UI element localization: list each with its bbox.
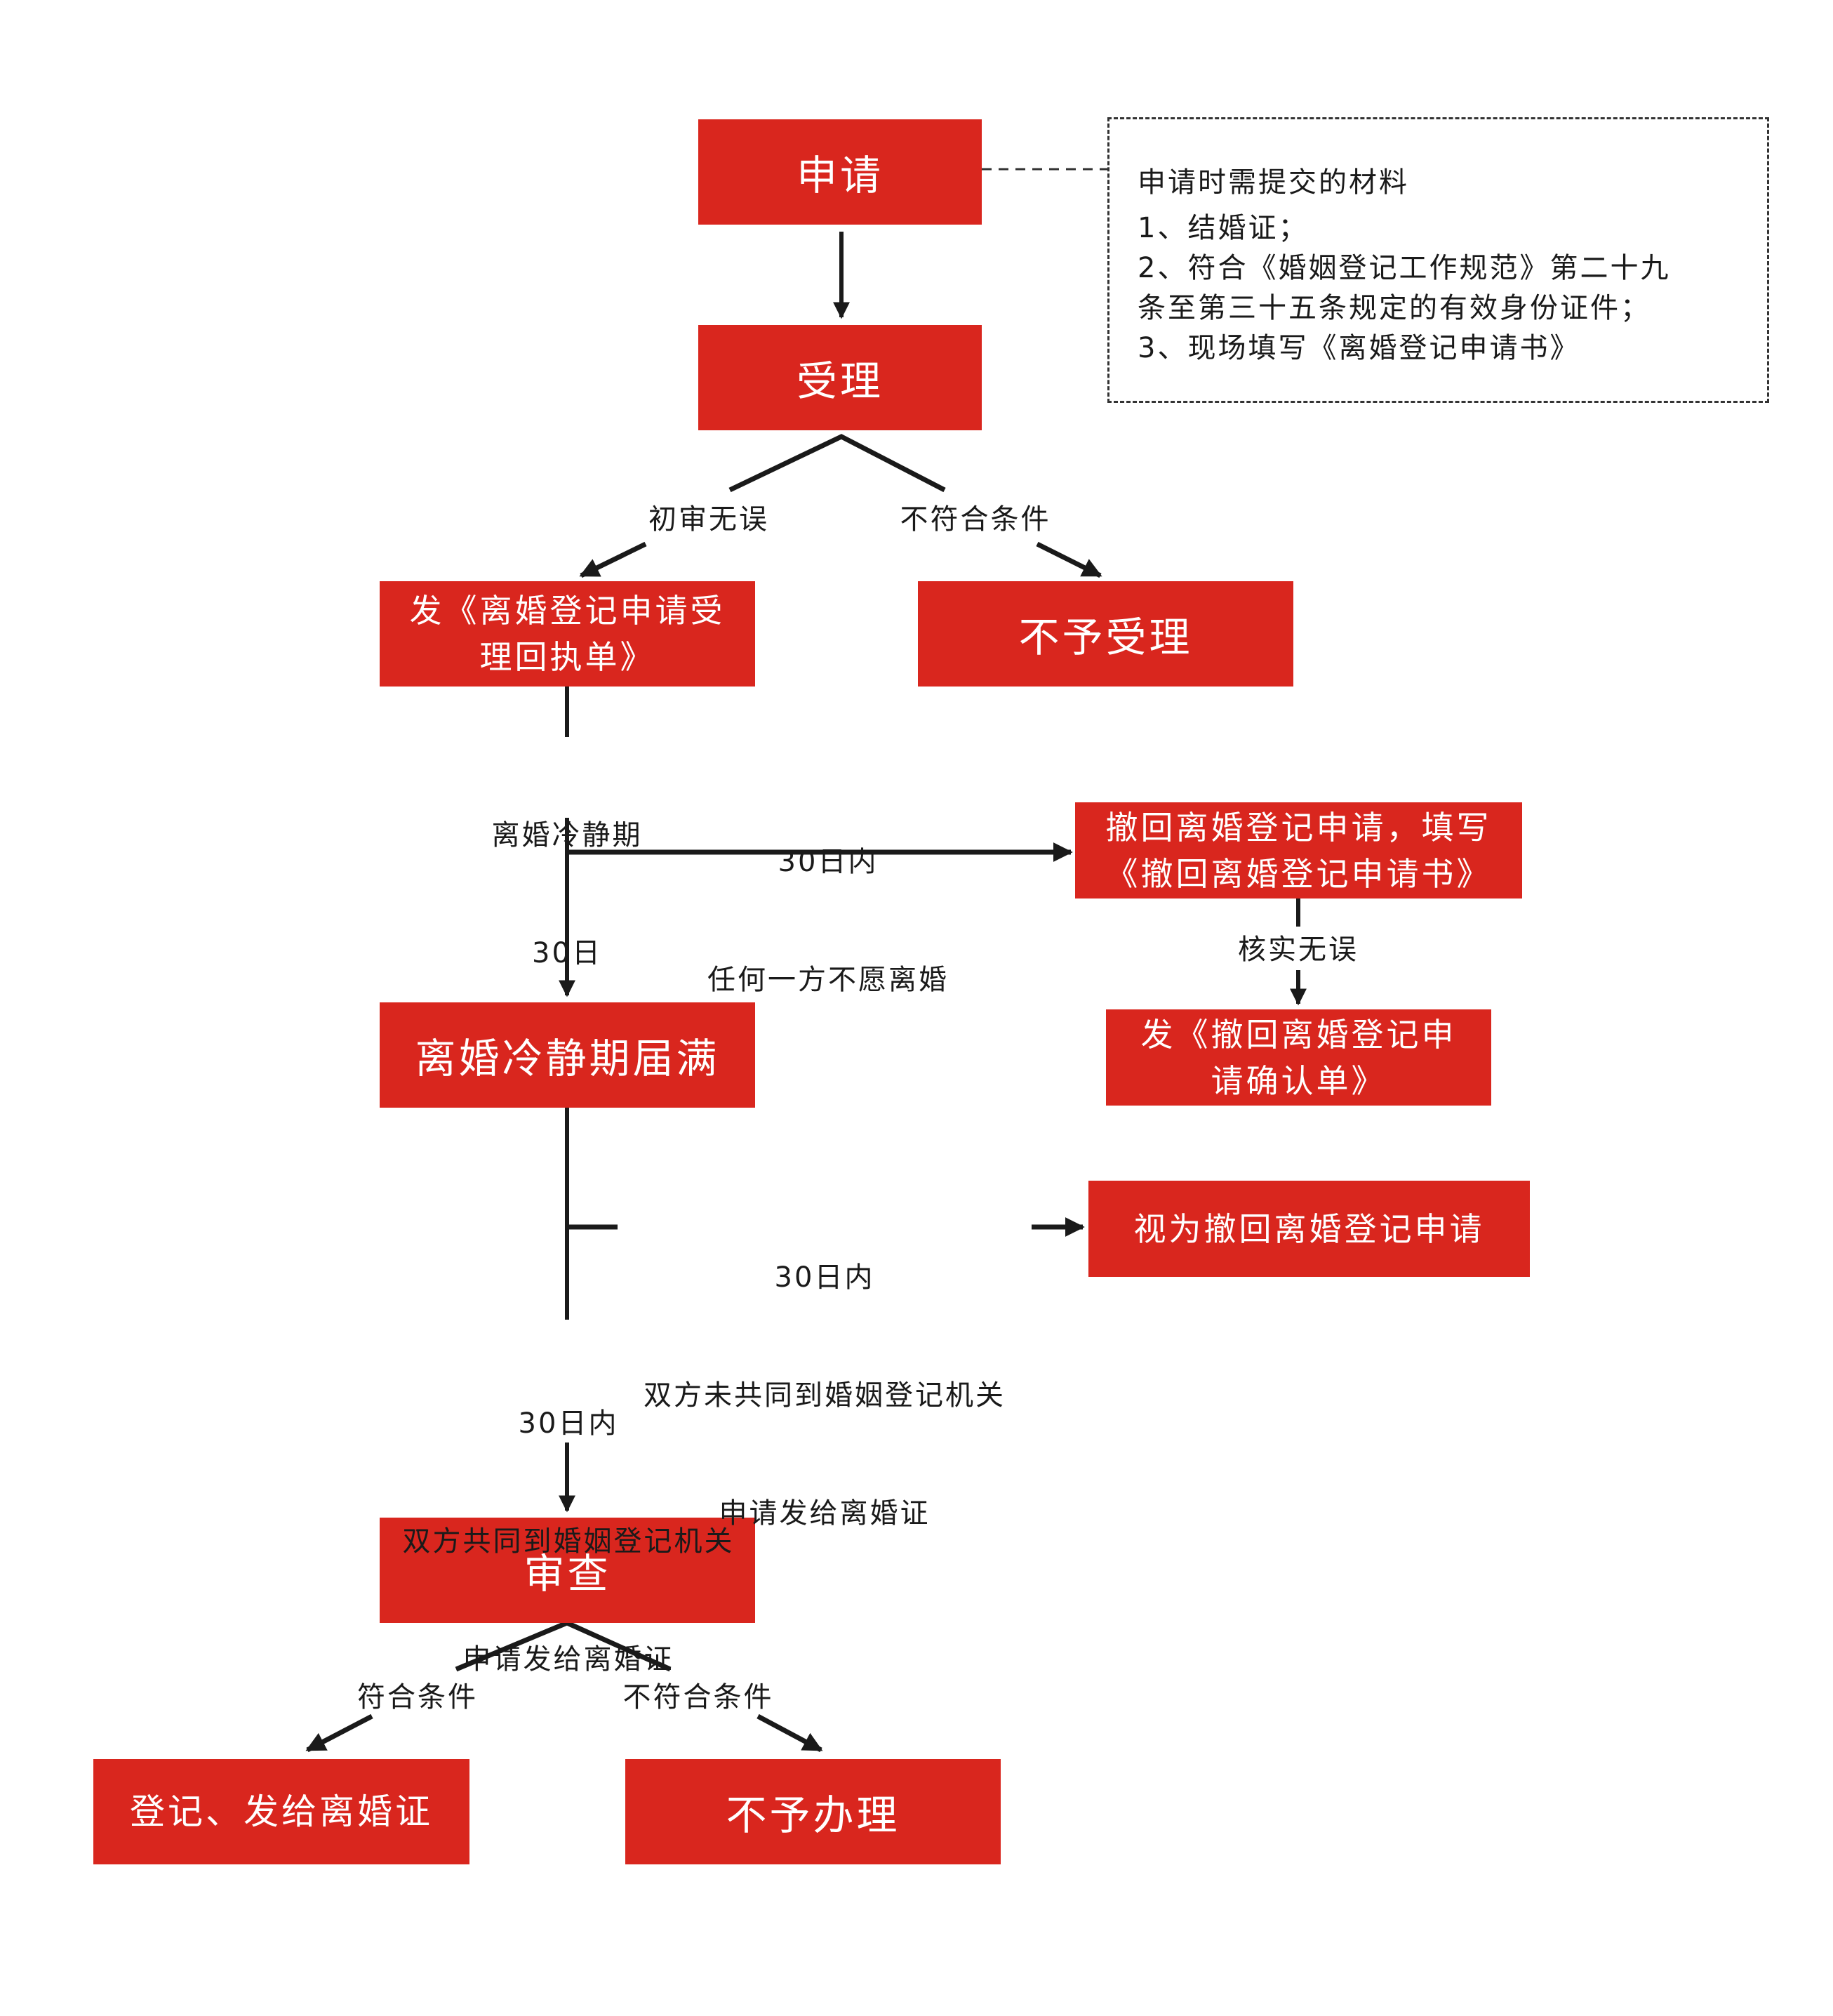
label-both-line2: 双方共同到婚姻登记机关 (402, 1525, 735, 1558)
label-any-party-line1: 30日内 (778, 846, 879, 878)
arrow-to-reject-handle (756, 1713, 823, 1753)
node-review-label: 审查 (524, 1550, 611, 1598)
note-line: 1、结婚证； (1138, 212, 1309, 244)
node-receipt: 发《离婚登记申请受 理回执单》 (380, 581, 755, 687)
node-withdraw-confirm-line2: 请确认单》 (1211, 1061, 1387, 1100)
node-withdraw-line2: 《撤回离婚登记申请书》 (1105, 854, 1492, 893)
node-cooling-end: 离婚冷静期届满 (380, 1002, 755, 1108)
label-cooling-period: 离婚冷静期 30日 (463, 737, 671, 1012)
fork-accept (728, 434, 946, 493)
arrow-to-receipt (579, 541, 647, 578)
label-cooling-period-line1: 离婚冷静期 (491, 819, 643, 851)
label-initial-ok: 初审无误 (648, 503, 769, 536)
label-both-not-line3: 申请发给离婚证 (719, 1497, 931, 1530)
note-line: 2、符合《婚姻登记工作规范》第二十九 (1138, 252, 1671, 284)
node-withdraw-confirm: 发《撤回离婚登记申 请确认单》 (1106, 1009, 1491, 1106)
label-both-applied: 30日内 双方共同到婚姻登记机关 申请发给离婚证 (372, 1325, 765, 1718)
node-apply-label: 申请 (796, 152, 884, 199)
label-not-qualified-1: 不符合条件 (900, 503, 1051, 536)
node-withdraw-line1: 撤回离婚登记申请，填写 (1105, 808, 1492, 847)
node-reject-accept: 不予受理 (918, 581, 1293, 687)
node-cooling-end-label: 离婚冷静期届满 (415, 1035, 720, 1082)
note-line: 条至第三十五条规定的有效身份证件； (1138, 292, 1651, 324)
node-reject-accept-label: 不予受理 (1018, 614, 1193, 661)
node-withdraw-confirm-line1: 发《撤回离婚登记申 (1140, 1015, 1457, 1054)
label-both-not-line1: 30日内 (774, 1261, 875, 1294)
fork-review (455, 1620, 672, 1672)
label-verified: 核实无误 (1238, 934, 1359, 966)
label-not-qualified-2: 不符合条件 (622, 1681, 774, 1713)
node-register: 登记、发给离婚证 (93, 1759, 469, 1864)
arrow-to-reject-accept (1036, 541, 1102, 578)
materials-note: 申请时需提交的材料 1、结婚证； 2、符合《婚姻登记工作规范》第二十九 条至第三… (1107, 117, 1769, 403)
node-deemed-withdraw-label: 视为撤回离婚登记申请 (1133, 1209, 1485, 1248)
node-register-label: 登记、发给离婚证 (130, 1791, 433, 1832)
node-review: 审查 (380, 1518, 755, 1623)
node-accept-label: 受理 (796, 357, 884, 405)
node-apply: 申请 (698, 119, 982, 225)
note-title: 申请时需提交的材料 (1138, 166, 1409, 199)
label-both-line3: 申请发给离婚证 (462, 1643, 674, 1676)
note-line: 3、现场填写《离婚登记申请书》 (1138, 332, 1580, 364)
node-accept: 受理 (698, 325, 982, 430)
node-receipt-line2: 理回执单》 (479, 638, 655, 676)
label-both-line1: 30日内 (518, 1407, 619, 1440)
node-reject-handle-label: 不予办理 (726, 1791, 900, 1839)
label-both-not-line2: 双方未共同到婚姻登记机关 (644, 1379, 1006, 1412)
arrow-to-register (305, 1713, 373, 1753)
label-both-not-applied: 30日内 双方未共同到婚姻登记机关 申请发给离婚证 (618, 1179, 1032, 1572)
label-cooling-period-line2: 30日 (532, 937, 602, 969)
node-withdraw: 撤回离婚登记申请，填写 《撤回离婚登记申请书》 (1075, 802, 1522, 898)
node-deemed-withdraw: 视为撤回离婚登记申请 (1088, 1181, 1530, 1277)
label-qualified: 符合条件 (357, 1681, 478, 1713)
node-receipt-line1: 发《离婚登记申请受 (409, 592, 726, 630)
label-any-party-unwilling: 30日内 任何一方不愿离婚 (674, 764, 982, 1039)
node-reject-handle: 不予办理 (625, 1759, 1001, 1864)
label-any-party-line2: 任何一方不愿离婚 (707, 964, 949, 996)
